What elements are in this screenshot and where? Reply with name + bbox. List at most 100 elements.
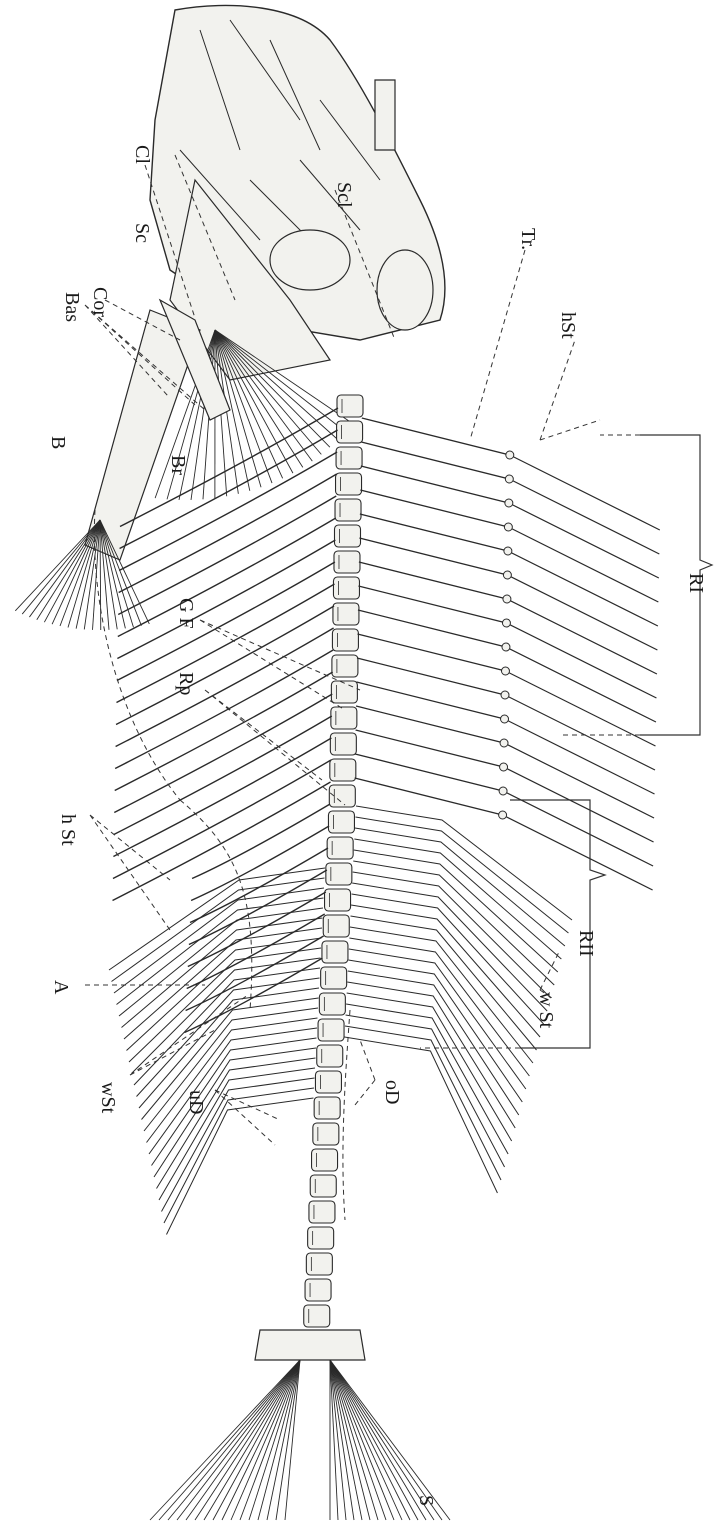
soft-dorsal-ray bbox=[352, 883, 547, 1011]
label-GF: G F bbox=[175, 598, 197, 629]
dorsal-spine bbox=[506, 623, 656, 698]
vertebra bbox=[332, 629, 358, 651]
vertebra bbox=[328, 811, 354, 833]
soft-dorsal-ray bbox=[353, 872, 551, 998]
neural-spine bbox=[359, 562, 507, 599]
vertebra bbox=[314, 1097, 340, 1119]
neural-spine bbox=[356, 730, 504, 767]
vertebra bbox=[325, 889, 351, 911]
dorsal-spines bbox=[355, 418, 660, 890]
vertebra bbox=[333, 577, 359, 599]
caudal-ray-upper bbox=[330, 1360, 402, 1520]
vertebra bbox=[330, 733, 356, 755]
neural-spine bbox=[362, 418, 510, 455]
ribs bbox=[113, 408, 338, 1033]
rib bbox=[191, 826, 329, 901]
label-Scl: Scl bbox=[333, 182, 355, 208]
neural-spine bbox=[358, 610, 506, 647]
vertebra bbox=[310, 1175, 336, 1197]
dorsal-spine bbox=[509, 503, 659, 578]
vertebra bbox=[321, 967, 347, 989]
anal-ray bbox=[162, 1078, 315, 1212]
anal-ray bbox=[167, 1098, 314, 1235]
caudal-ray-lower bbox=[150, 1360, 300, 1520]
pterygiophore bbox=[505, 475, 513, 483]
pterygiophore bbox=[505, 499, 513, 507]
label-Cor: Cor bbox=[89, 287, 111, 317]
rib bbox=[192, 804, 330, 879]
vertebra bbox=[336, 473, 362, 495]
pterygiophore bbox=[501, 667, 509, 675]
vertebra bbox=[330, 759, 356, 781]
vertebra bbox=[306, 1253, 332, 1275]
caudal-fin bbox=[150, 1330, 450, 1520]
pterygiophore bbox=[500, 763, 508, 771]
vertebra bbox=[315, 1071, 341, 1093]
neural-spine bbox=[361, 442, 509, 479]
dorsal-spine bbox=[508, 527, 658, 602]
vertebra bbox=[329, 785, 355, 807]
vertebra bbox=[323, 915, 349, 937]
dorsal-spine bbox=[503, 791, 653, 866]
pterygiophore bbox=[503, 595, 511, 603]
label-A: A bbox=[50, 980, 72, 995]
anal-fin bbox=[109, 868, 325, 1235]
label-Br: Br bbox=[167, 455, 189, 475]
pterygiophore bbox=[501, 715, 509, 723]
vertebra bbox=[304, 1305, 330, 1327]
soft-dorsal-ray bbox=[345, 1026, 501, 1180]
anal-ray bbox=[147, 1018, 318, 1143]
vertebra bbox=[337, 395, 363, 417]
vertebral-column bbox=[302, 395, 363, 1353]
hypural-plate bbox=[255, 1330, 365, 1360]
rib bbox=[188, 892, 326, 967]
neural-spine bbox=[357, 658, 505, 695]
caudal-ray-lower bbox=[195, 1360, 300, 1520]
neural-spine bbox=[361, 466, 509, 503]
dorsal-spine bbox=[505, 695, 655, 770]
vertebra bbox=[309, 1201, 335, 1223]
dorsal-spine bbox=[506, 647, 656, 722]
caudal-ray-lower bbox=[186, 1360, 300, 1520]
vertebra bbox=[335, 499, 361, 521]
caudal-ray-lower bbox=[267, 1360, 300, 1520]
rib bbox=[190, 848, 328, 923]
dorsal-spine bbox=[505, 719, 655, 794]
label-Tr: Tr. bbox=[517, 228, 539, 250]
label-Rp: Rp bbox=[175, 672, 197, 695]
soft-dorsal-ray bbox=[355, 817, 568, 933]
vertebra bbox=[331, 707, 357, 729]
neural-spine bbox=[358, 586, 506, 623]
soft-dorsal-ray bbox=[346, 1015, 505, 1167]
pterygiophore bbox=[501, 691, 509, 699]
neural-spine bbox=[357, 634, 505, 671]
pterygiophore bbox=[499, 787, 507, 795]
vertebra bbox=[332, 655, 358, 677]
dorsal-spine bbox=[504, 767, 654, 842]
pelvic-fin bbox=[15, 300, 230, 630]
label-B: B bbox=[47, 436, 69, 449]
anal-ray bbox=[129, 948, 321, 1062]
dorsal-spine bbox=[508, 551, 658, 626]
anal-ray bbox=[124, 928, 322, 1039]
neural-spine bbox=[357, 682, 505, 719]
vertebra bbox=[318, 1019, 344, 1041]
dorsal-spine bbox=[504, 743, 654, 818]
dorsal-spine bbox=[507, 575, 657, 650]
vertebra bbox=[335, 525, 361, 547]
vertebra bbox=[312, 1149, 338, 1171]
soft-dorsal-ray bbox=[352, 894, 544, 1024]
vertebra bbox=[322, 941, 348, 963]
pterygiophore bbox=[500, 739, 508, 747]
label-RI: RI bbox=[685, 573, 707, 593]
anal-ray bbox=[152, 1038, 317, 1166]
label-uD: uD bbox=[185, 1090, 207, 1114]
caudal-ray-lower bbox=[177, 1360, 300, 1520]
vertebra bbox=[305, 1279, 331, 1301]
vertebra bbox=[336, 447, 362, 469]
vertebra bbox=[319, 993, 345, 1015]
pterygiophore bbox=[504, 523, 512, 531]
pterygiophore bbox=[502, 619, 510, 627]
dorsal-spine bbox=[507, 599, 657, 674]
